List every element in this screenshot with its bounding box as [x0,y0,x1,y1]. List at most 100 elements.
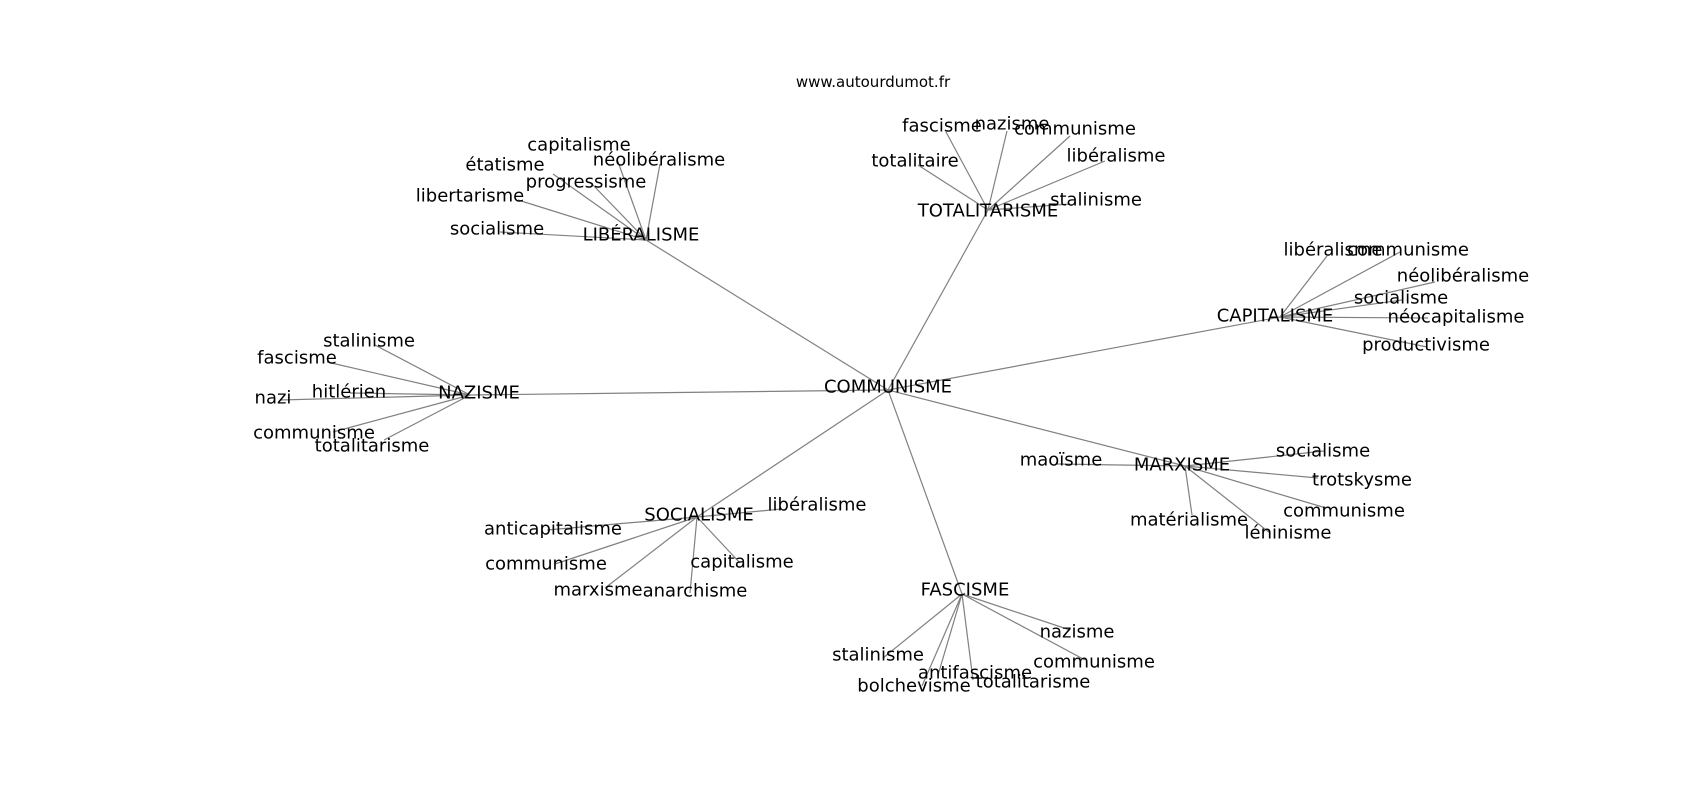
center-node-label: COMMUNISME [824,377,952,398]
leaf-node-label: stalinisme [323,331,415,352]
leaf-node-label: communisme [1014,119,1136,140]
leaf-edge [1184,465,1271,534]
leaf-node-label: socialisme [1276,441,1370,462]
leaf-edge [1279,316,1429,319]
leaf-edge [517,199,647,241]
hub-edge [887,209,989,391]
leaf-edge [1184,450,1325,467]
hub-node-label: SOCIALISME [644,505,753,526]
leaf-node-label: libéralisme [768,495,867,516]
leaf-edge [1279,251,1401,318]
leaf-node-label: capitalisme [690,552,793,573]
leaf-edge [349,392,471,396]
leaf-node-label: léninisme [1245,523,1332,544]
leaf-edge [882,593,963,659]
leaf-node-label: totalitarisme [315,436,430,457]
leaf-node-label: marxisme [553,580,642,601]
leaf-node-label: progressisme [526,172,647,193]
leaf-edge [961,593,1071,631]
leaf-node-label: néolibéralisme [1397,266,1529,287]
leaf-edge [696,516,741,564]
hub-node-label: MARXISME [1134,455,1230,476]
hub-node-label: NAZISME [438,383,520,404]
leaf-node-label: matérialisme [1130,510,1248,531]
leaf-node-label: bolchevisme [857,676,970,697]
leaf-node-label: fascisme [257,348,337,369]
leaf-node-label: communisme [1033,652,1155,673]
leaf-edge [961,593,974,681]
leaf-edge [696,508,783,518]
leaf-edge [987,203,1071,211]
leaf-edge [1184,465,1193,516]
hub-node-label: CAPITALISME [1217,306,1334,327]
leaf-node-label: communisme [253,423,375,444]
leaf-edge [1279,299,1403,318]
leaf-edge [961,593,1086,661]
leaf-edge [1279,316,1428,348]
hub-edge [887,316,1281,391]
leaf-edge [326,361,471,396]
leaf-edge [1279,281,1436,318]
leaf-edge [1184,465,1327,509]
leaf-edge [689,516,698,594]
leaf-node-label: nazisme [975,114,1050,135]
leaf-node-label: néolibéralisme [593,150,725,171]
leaf-node-label: hitlérien [312,382,386,403]
graph-labels: www.autourdumot.fr COMMUNISME LIBÉRALISM… [253,73,1529,697]
hub-edge [887,389,963,595]
leaf-node-label: communisme [485,554,607,575]
leaf-edge [374,344,471,396]
leaf-edge [645,163,661,241]
leaf-edge [921,593,963,687]
graph-edges [279,130,1436,687]
leaf-edge [987,135,1071,211]
leaf-edge [591,183,647,241]
hub-node-label: FASCISME [921,580,1010,601]
leaf-node-label: libéralisme [1284,240,1383,261]
leaf-edge [332,394,471,433]
leaf-edge [1184,465,1319,479]
leaf-edge [937,593,963,676]
hub-node-label: TOTALITARISME [917,201,1058,222]
leaf-node-label: socialisme [450,219,544,240]
leaf-node-label: stalinisme [1050,190,1142,211]
hub-edge [645,239,889,391]
leaf-node-label: stalinisme [832,645,924,666]
leaf-edge [546,516,698,531]
leaf-node-label: néocapitalisme [1388,307,1525,328]
hub-edge [696,389,889,518]
leaf-node-label: socialisme [1354,288,1448,309]
hub-node-label: LIBÉRALISME [583,224,700,246]
leaf-node-label: libertarisme [416,186,524,207]
leaf-edge [499,231,647,241]
hub-edge [469,389,889,396]
leaf-edge [1279,255,1328,318]
leaf-edge [917,164,989,211]
leaf-node-label: communisme [1347,240,1469,261]
leaf-edge [383,394,471,441]
leaf-edge [987,160,1106,211]
leaf-node-label: maoïsme [1020,450,1103,471]
leaf-node-label: nazi [255,388,292,409]
site-watermark: www.autourdumot.fr [796,73,951,91]
leaf-node-label: nazisme [1040,622,1115,643]
leaf-node-label: anarchisme [643,581,748,602]
leaf-node-label: trotskysme [1312,470,1412,491]
leaf-edge [987,130,1008,211]
leaf-node-label: totalitaire [871,151,958,172]
leaf-edge [604,516,698,589]
leaf-node-label: libéralisme [1067,146,1166,167]
leaf-node-label: totalitarisme [976,672,1091,693]
leaf-edge [279,394,471,401]
leaf-node-label: capitalisme [527,135,630,156]
leaf-edge [945,131,989,211]
leaf-node-label: productivisme [1362,335,1490,356]
leaf-edge [554,516,698,565]
leaf-edge [616,158,647,241]
leaf-edge [1056,463,1186,467]
leaf-node-label: anticapitalisme [484,519,622,540]
leaf-edge [552,173,647,241]
leaf-node-label: antifascisme [918,663,1032,684]
leaf-node-label: étatisme [465,155,544,176]
